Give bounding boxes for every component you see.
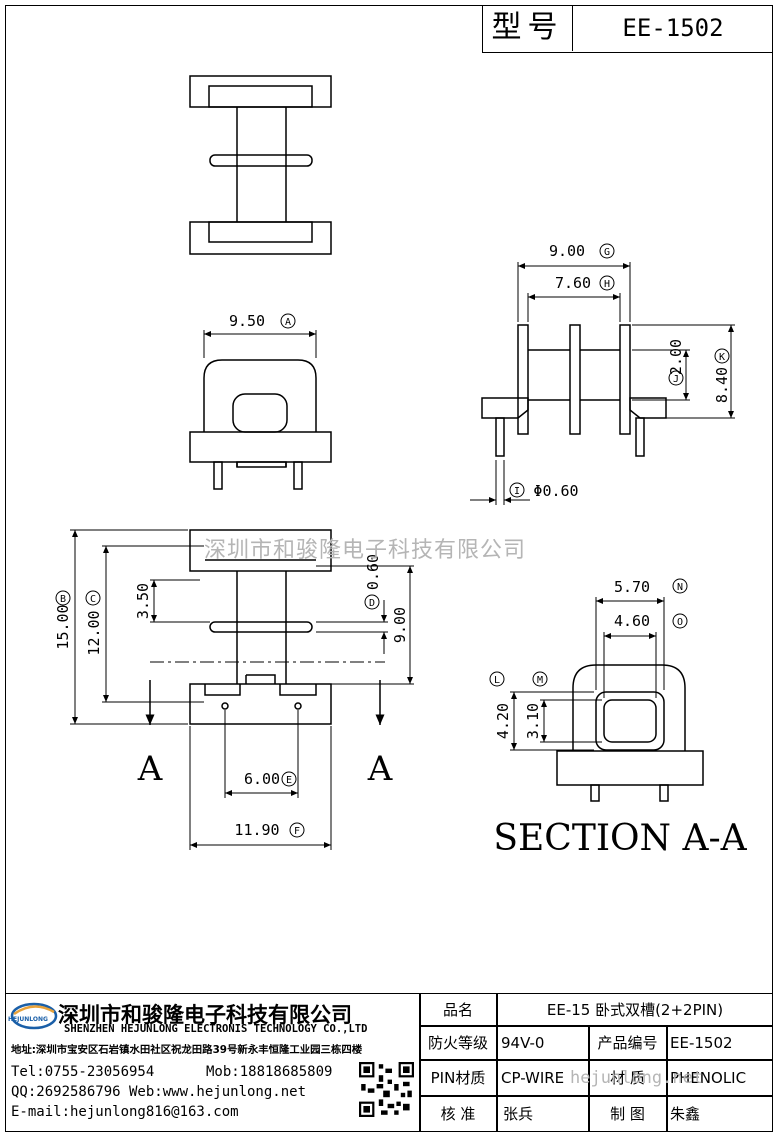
dim-F-letter: F bbox=[294, 826, 300, 837]
approved-value: 张兵 bbox=[503, 1105, 534, 1123]
logo-text: HEJUNLONG bbox=[8, 1016, 48, 1023]
company-name-cn: 深圳市和骏隆电子科技有限公司 bbox=[58, 1003, 352, 1027]
company-email: E-mail:hejunlong816@163.com bbox=[11, 1104, 239, 1120]
watermark-url: hejunlong.net bbox=[570, 1068, 704, 1088]
table-row-line bbox=[419, 1025, 773, 1027]
dim-M-letter: M bbox=[537, 675, 543, 686]
front-view bbox=[189, 359, 332, 490]
drawing-frame bbox=[5, 5, 773, 1132]
table-row-line bbox=[419, 1095, 773, 1097]
section-title: SECTION A-A bbox=[493, 818, 747, 859]
technical-drawing: 9.50 A 9.00 G 7.6 bbox=[54, 75, 748, 859]
dim-A-letter: A bbox=[285, 317, 291, 328]
material-value: PHENOLIC bbox=[670, 1069, 747, 1087]
company-tel: Tel:0755-23056954 bbox=[11, 1064, 155, 1080]
table-row-line bbox=[419, 1059, 773, 1061]
dim-0-60-value: 0.60 bbox=[364, 554, 382, 590]
dim-A-value: 9.50 bbox=[229, 312, 265, 330]
dim-B-letter: B bbox=[60, 594, 66, 605]
top-view-lower-flange bbox=[189, 221, 332, 255]
top-view-middle-wall bbox=[209, 154, 313, 167]
pin-material-label: PIN材质 bbox=[430, 1069, 486, 1087]
table-col-line bbox=[588, 1025, 590, 1132]
dim-H-value: 7.60 bbox=[555, 274, 591, 292]
dim-K-letter: K bbox=[719, 352, 725, 363]
dim-E-value: 6.00 bbox=[244, 770, 280, 788]
bottom-view bbox=[189, 529, 332, 725]
dim-C-letter: C bbox=[90, 594, 96, 605]
watermark: 深圳市和骏隆电子科技有限公司 bbox=[204, 538, 527, 563]
dim-K-value: 8.40 bbox=[713, 367, 731, 403]
model-label: 型号 bbox=[483, 5, 573, 51]
name-label: 品名 bbox=[442, 1001, 473, 1019]
top-view-upper-flange bbox=[189, 75, 332, 108]
dim-G-value: 9.00 bbox=[549, 242, 585, 260]
dim-H-letter: H bbox=[604, 279, 610, 290]
dim-L-letter: L bbox=[494, 675, 500, 686]
dim-O-letter: O bbox=[677, 617, 683, 628]
dim-C-value: 12.00 bbox=[85, 610, 103, 655]
dim-9-00-value: 9.00 bbox=[391, 607, 409, 643]
company-logo bbox=[10, 1002, 58, 1030]
table-col-line bbox=[496, 993, 498, 1132]
product-code-label: 产品编号 bbox=[597, 1034, 658, 1052]
dim-N-value: 5.70 bbox=[614, 578, 650, 596]
dim-3-50-value: 3.50 bbox=[134, 583, 152, 619]
dim-J-letter: J bbox=[673, 374, 679, 385]
approved-label: 核 准 bbox=[440, 1105, 476, 1123]
dim-I-value: Φ0.60 bbox=[533, 482, 578, 500]
dim-G-letter: G bbox=[604, 247, 610, 258]
drawn-label: 制 图 bbox=[610, 1105, 645, 1123]
name-value: EE-15 卧式双槽(2+2PIN) bbox=[546, 1001, 724, 1019]
section-marker-left: A bbox=[137, 749, 163, 789]
company-name-en: SHENZHEN HEJUNLONG ELECTRONIS TECHNOLOGY… bbox=[64, 1023, 368, 1035]
qr-code-icon bbox=[359, 1062, 414, 1117]
dim-J-value: 2.00 bbox=[667, 339, 685, 375]
table-divider bbox=[419, 993, 421, 1132]
dim-F-value: 11.90 bbox=[234, 821, 279, 839]
title-block: 型号 EE-1502 bbox=[482, 5, 773, 53]
material-label: 材 质 bbox=[610, 1069, 645, 1087]
dim-L-value: 4.20 bbox=[494, 703, 512, 739]
section-marker-right: A bbox=[367, 749, 393, 789]
dim-N-letter: N bbox=[677, 582, 683, 593]
top-view bbox=[189, 75, 332, 255]
fire-rating-value: 94V-0 bbox=[501, 1034, 545, 1052]
dim-O-value: 4.60 bbox=[614, 612, 650, 630]
dim-B-value: 15.00 bbox=[54, 604, 72, 649]
model-number: EE-1502 bbox=[622, 14, 724, 42]
dim-A bbox=[203, 330, 317, 358]
product-code-value: EE-1502 bbox=[670, 1034, 733, 1052]
fire-rating-label: 防火等级 bbox=[427, 1034, 488, 1052]
table-col-line bbox=[666, 1025, 668, 1132]
company-qq-web: QQ:2692586796 Web:www.hejunlong.net bbox=[11, 1084, 307, 1100]
company-address: 地址:深圳市宝安区石岩镇水田社区祝龙田路39号新永丰恒隆工业园三栋四楼 bbox=[11, 1044, 363, 1056]
dim-M-value: 3.10 bbox=[524, 703, 542, 739]
title-block-bottom bbox=[5, 993, 773, 1132]
section-view bbox=[556, 664, 704, 802]
dim-E-letter: E bbox=[286, 775, 292, 786]
pin-material-value: CP-WIRE bbox=[501, 1069, 565, 1087]
dim-I-letter: I bbox=[514, 486, 520, 497]
drawn-value: 朱鑫 bbox=[670, 1105, 701, 1123]
dim-D-letter: D bbox=[369, 598, 375, 609]
company-mob: Mob:18818685809 bbox=[206, 1064, 333, 1080]
side-view bbox=[481, 324, 667, 457]
